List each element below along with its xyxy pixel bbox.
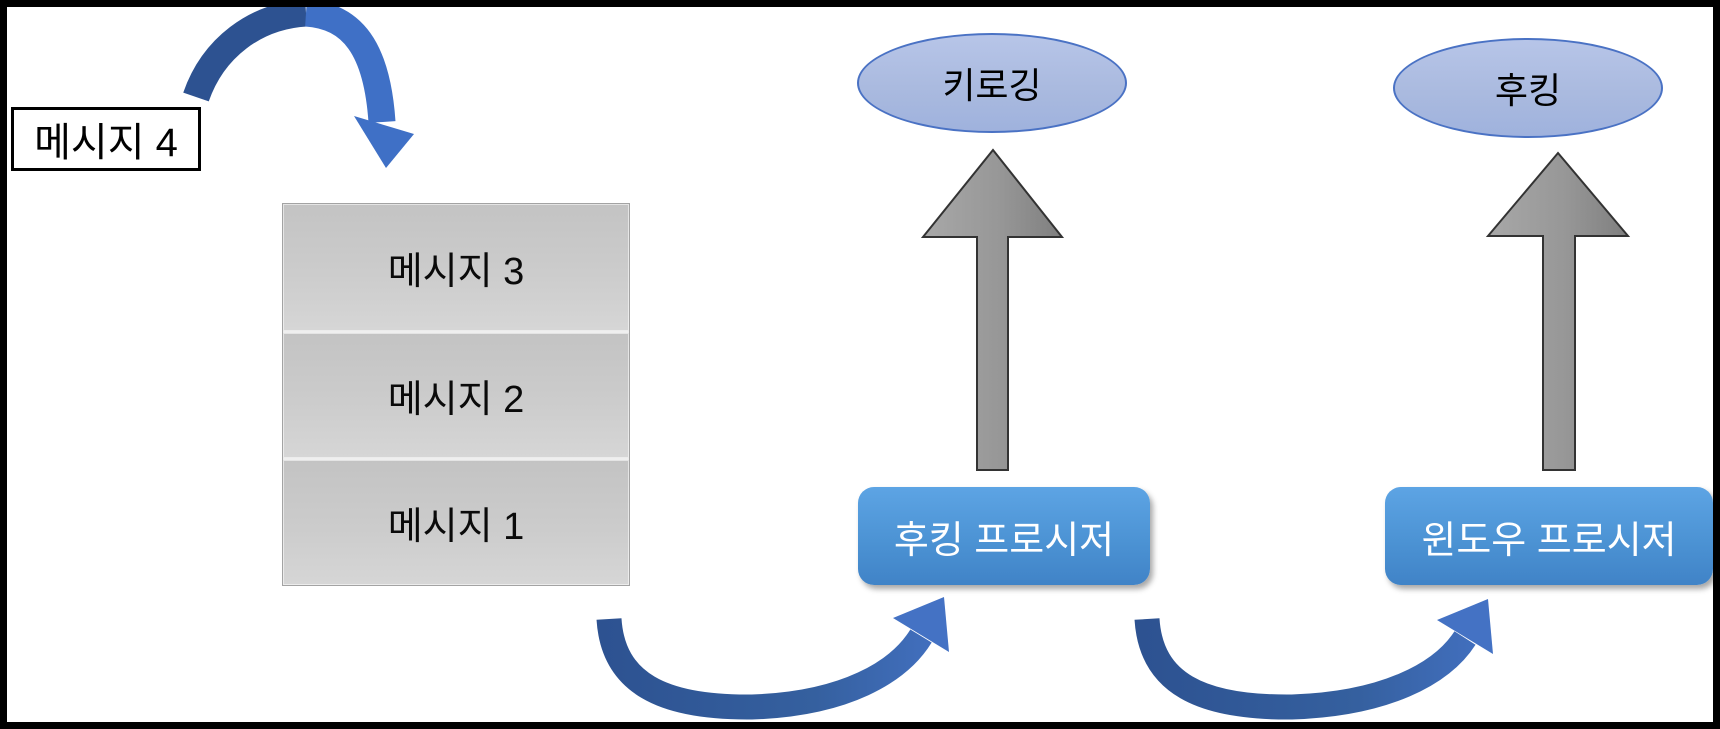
keylogging-ellipse: 키로깅 <box>857 33 1127 133</box>
queue-item-label: 메시지 1 <box>387 506 525 548</box>
message-queue-stack: 메시지 3 메시지 2 메시지 1 <box>282 203 630 586</box>
window-procedure-box: 윈도우 프로시저 <box>1385 487 1713 585</box>
hook-procedure-box: 후킹 프로시저 <box>858 487 1150 585</box>
message4-label: 메시지 4 <box>34 121 178 165</box>
queue-item-message3: 메시지 3 <box>283 204 629 331</box>
queue-item-label: 메시지 2 <box>387 379 525 421</box>
keylogging-label: 키로깅 <box>942 65 1042 106</box>
queue-item-label: 메시지 3 <box>387 251 525 293</box>
hooking-ellipse: 후킹 <box>1393 38 1663 138</box>
queue-item-message2: 메시지 2 <box>283 331 629 458</box>
queue-item-message1: 메시지 1 <box>283 458 629 585</box>
hook-procedure-label: 후킹 프로시저 <box>893 519 1115 562</box>
curved-arrow-queue-to-hook-icon <box>596 597 949 720</box>
up-arrow-keylogging-icon <box>920 148 1065 471</box>
curved-arrow-message4-icon <box>183 7 414 168</box>
hooking-label: 후킹 <box>1494 70 1562 111</box>
curved-arrow-hook-to-window-icon <box>1134 599 1493 720</box>
message4-box: 메시지 4 <box>11 107 201 171</box>
up-arrow-hooking-icon <box>1485 151 1631 471</box>
window-procedure-label: 윈도우 프로시저 <box>1421 519 1677 562</box>
